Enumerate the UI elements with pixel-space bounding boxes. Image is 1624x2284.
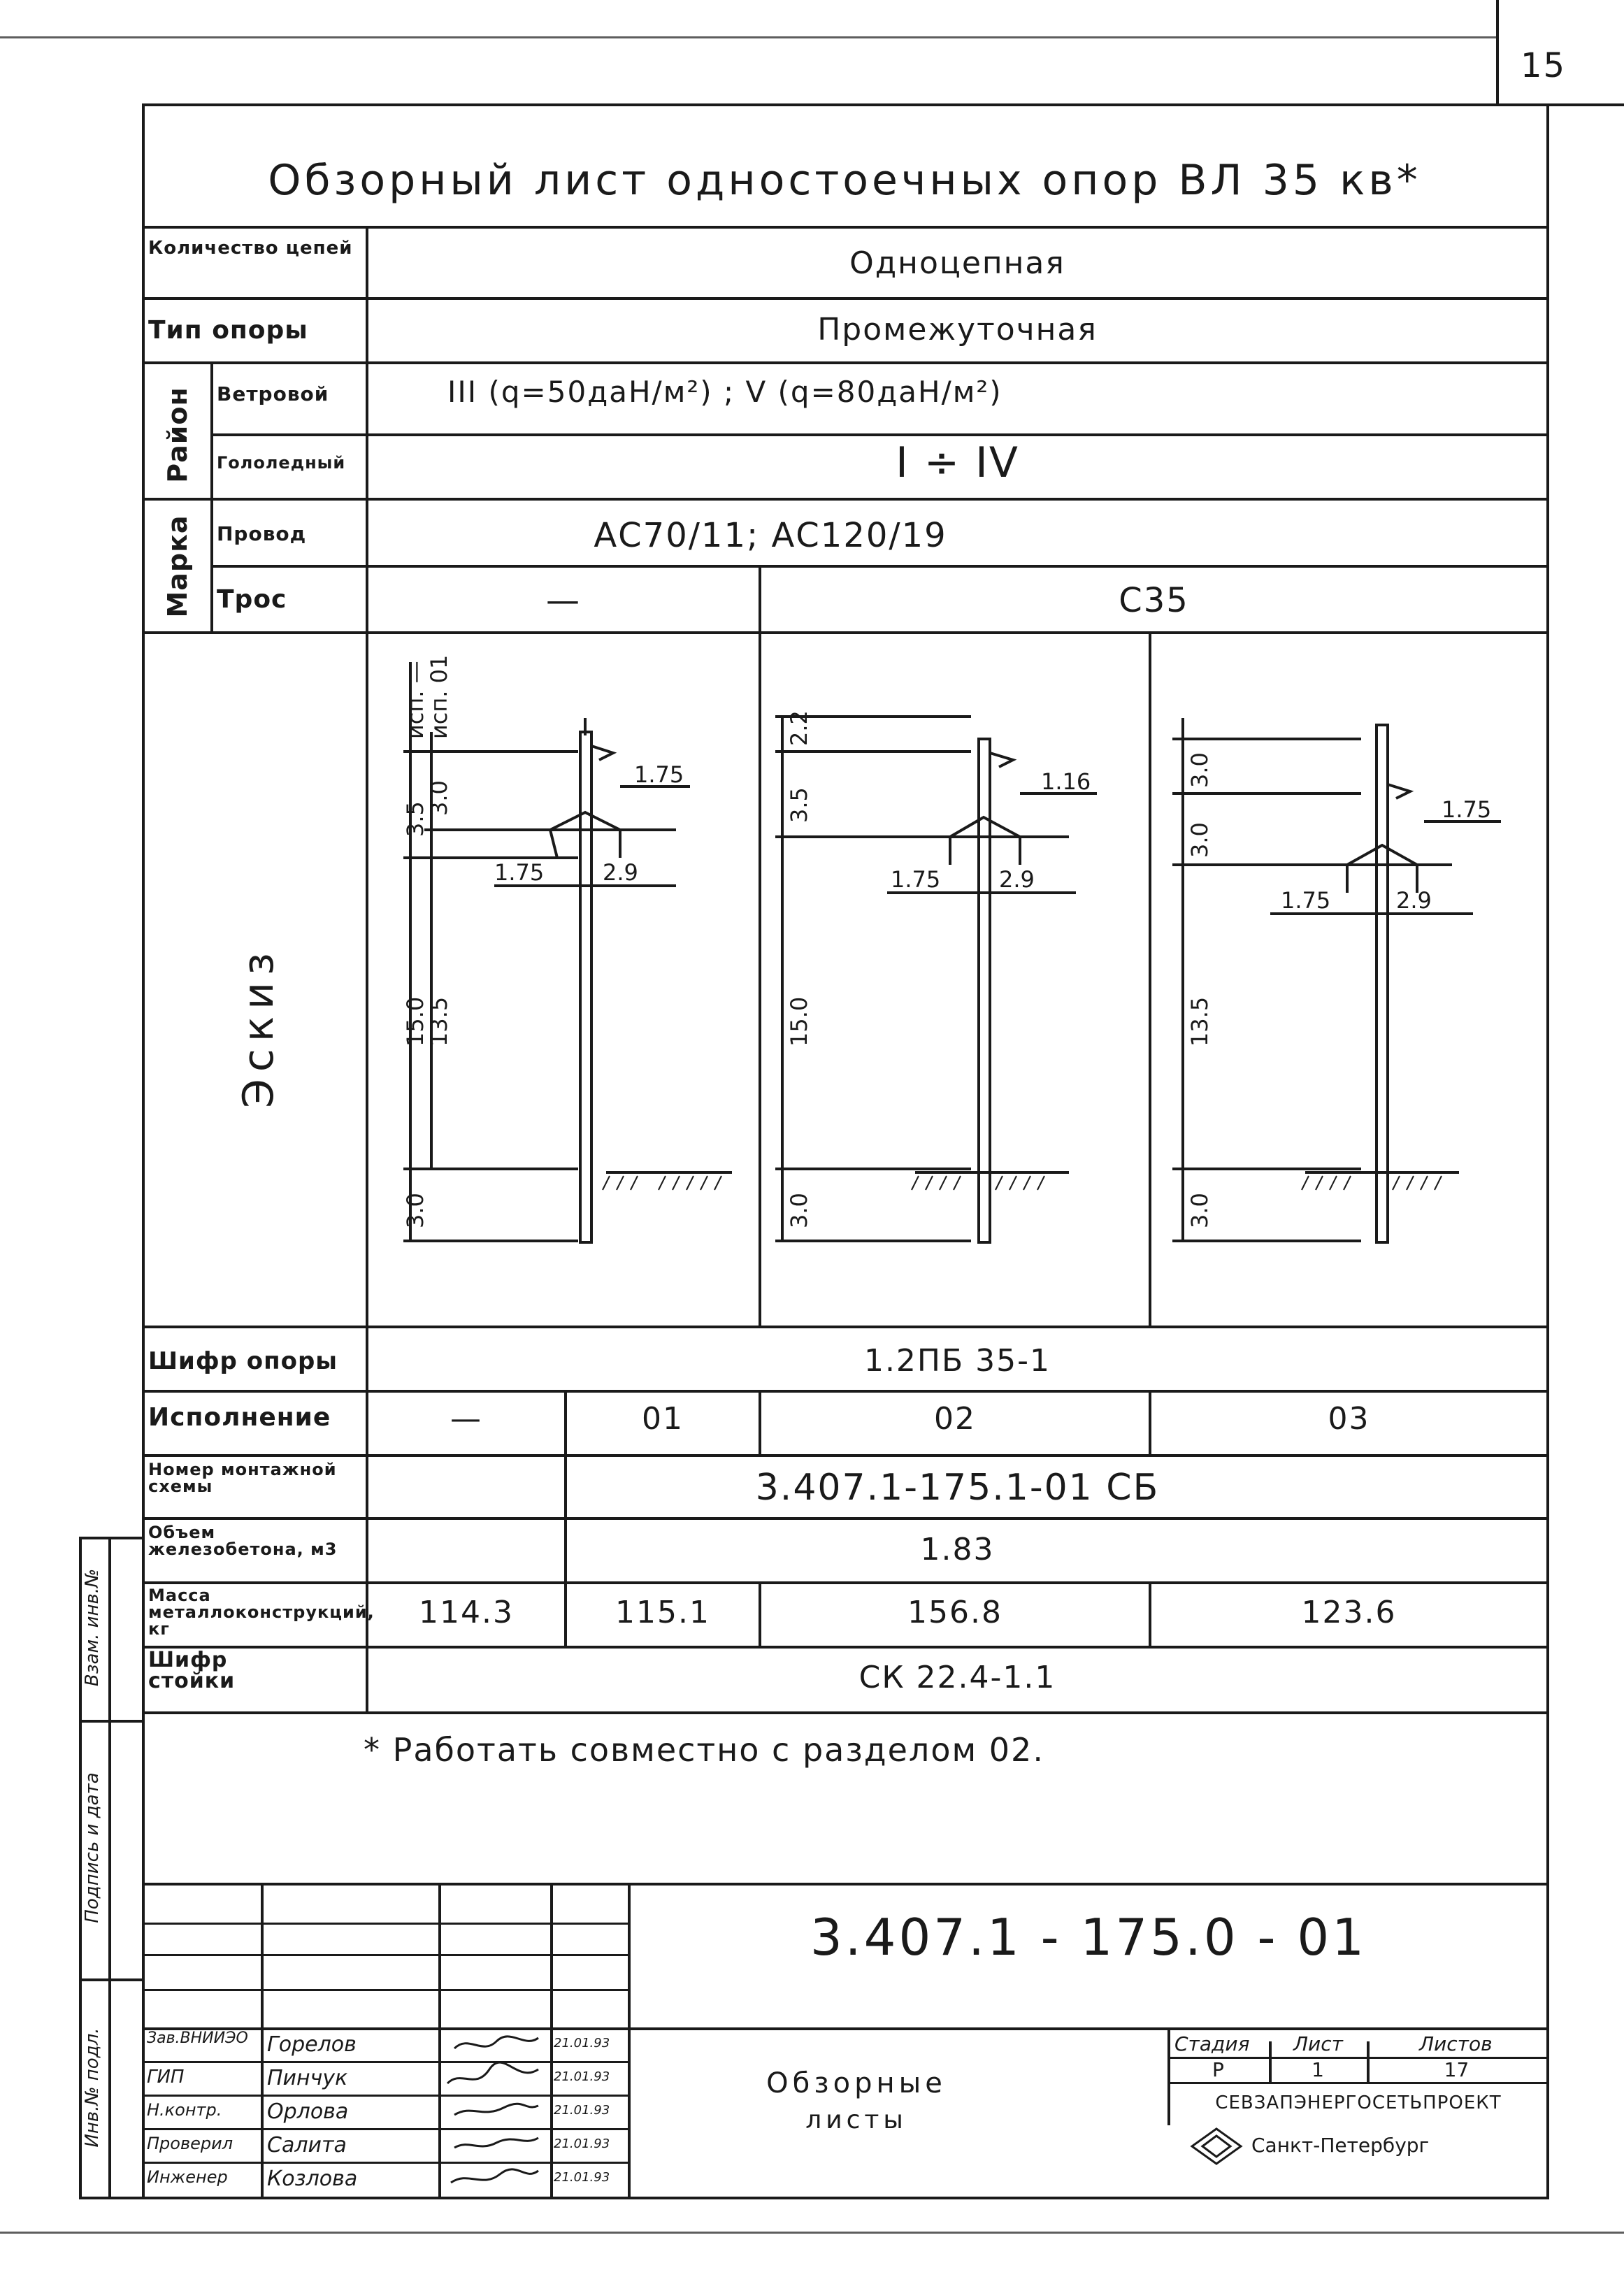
sheet-name-line1: Обзорные [766, 2067, 947, 2099]
concrete-volume-label: Объем железобетона, м3 [148, 1523, 338, 1559]
staff-name-2: Пинчук [267, 2066, 348, 2090]
side-stamp-signature-date: Подпись и дата [82, 1772, 103, 1923]
staff-role-4: Проверил [147, 2134, 233, 2153]
sketch2-dim-2.9: 2.9 [999, 866, 1035, 893]
support-type-value: Промежуточная [817, 312, 1098, 347]
sketch2-dim-3.5: 3.5 [786, 787, 812, 823]
staff-date-5: 21.01.93 [554, 2170, 610, 2185]
ice-value: I ÷ IV [896, 438, 1019, 487]
staff-role-2: ГИП [147, 2067, 185, 2088]
sketch-support-3: 3.0 3.0 1.75 1.75 2.9 13.5 3.0 [1172, 718, 1501, 1244]
scheme-number-label: Номер монтажной схемы [148, 1460, 337, 1496]
stage-header: Стадия [1174, 2032, 1250, 2055]
support-code-label: Шифр опоры [148, 1347, 338, 1375]
rack-code-value: СК 22.4-1.1 [858, 1660, 1056, 1695]
doc-code: 3.407.1 - 175.0 - 01 [810, 1908, 1367, 1967]
execution-value-none: — [450, 1401, 482, 1437]
sketch2-dim-3.0: 3.0 [786, 1193, 812, 1228]
cable-value-left: — [546, 581, 581, 620]
frame-left [142, 103, 145, 2199]
metal-mass-label: Масса металлоконструкций, кг [148, 1586, 375, 1639]
ice-label: Гололедный [217, 453, 346, 473]
org-name: СЕВЗАПЭНЕРГОСЕТЬПРОЕКТ [1215, 2092, 1502, 2113]
sheet-title: Обзорный лист одностоечных опор ВЛ 35 кв… [268, 156, 1421, 205]
sketch-label: Эскиз [234, 945, 283, 1108]
staff-date-3: 21.01.93 [554, 2103, 610, 2118]
sketch2-dim-1.16: 1.16 [1041, 768, 1091, 795]
stage-value: Р [1212, 2058, 1224, 2081]
metal-mass-value-3: 156.8 [907, 1595, 1003, 1630]
staff-date-2: 21.01.93 [554, 2069, 610, 2084]
sketch1-dim-3.0-top: 3.0 [426, 780, 452, 816]
sketch1-dim-1.75-left: 1.75 [494, 859, 544, 886]
sketch-support-2: 2.2 3.5 1.16 1.75 2.9 15.0 3.0 [775, 710, 1097, 1244]
district-group-label: Район [162, 387, 193, 483]
staff-name-1: Горелов [267, 2032, 357, 2057]
metal-mass-value-2: 115.1 [615, 1595, 710, 1630]
concrete-volume-value: 1.83 [920, 1532, 995, 1567]
staff-role-3: Н.контр. [147, 2100, 222, 2120]
staff-name-5: Козлова [267, 2167, 358, 2191]
staff-name-3: Орлова [267, 2099, 349, 2124]
sheet-value: 1 [1312, 2058, 1324, 2081]
wire-value: АС70/11; АС120/19 [594, 516, 947, 555]
org-city: Санкт-Петербург [1251, 2134, 1430, 2157]
wire-label: Провод [217, 522, 307, 545]
execution-value-02: 02 [934, 1401, 976, 1437]
staff-date-1: 21.01.93 [554, 2036, 610, 2050]
staff-name-4: Салита [267, 2133, 347, 2157]
circuits-label: Количество цепей [148, 238, 353, 259]
sheet-name-line2: листы [805, 2106, 907, 2134]
cable-value-right: С35 [1119, 581, 1189, 620]
metal-mass-value-4: 123.6 [1301, 1595, 1397, 1630]
signatures [446, 2035, 539, 2184]
sketch1-dim-3.5: 3.5 [402, 801, 429, 837]
brand-group-label: Марка [162, 515, 193, 618]
execution-label: Исполнение [148, 1403, 331, 1432]
sketch3-dim-3.0-bottom: 3.0 [1186, 1193, 1213, 1228]
scheme-number-value: 3.407.1-175.1-01 СБ [755, 1467, 1160, 1509]
sketch3-dim-1.75-right: 1.75 [1442, 796, 1491, 823]
staff-date-4: 21.01.93 [554, 2136, 610, 2151]
execution-value-01: 01 [642, 1401, 684, 1437]
side-stamp-inv-original: Инв.№ подл. [82, 2027, 103, 2148]
org-logo-icon [1190, 2127, 1243, 2165]
note-text: * Работать совместно с разделом 02. [364, 1731, 1044, 1769]
side-stamp-replace-inv: Взам. инв.№ [82, 1568, 103, 1687]
sketch3-dim-3.0-top: 3.0 [1186, 752, 1213, 788]
staff-role-5: Инженер [147, 2167, 228, 2187]
sketch1-dim-3.0-bottom: 3.0 [402, 1193, 429, 1228]
sketch1-dim-2.9: 2.9 [603, 859, 638, 886]
metal-mass-value-1: 114.3 [419, 1595, 514, 1630]
sketch2-dim-1.75: 1.75 [891, 866, 940, 893]
support-type-label: Тип опоры [148, 316, 308, 345]
circuits-value: Одноцепная [849, 245, 1065, 281]
rack-code-label: Шифр стойки [148, 1648, 236, 1693]
cable-label: Трос [217, 585, 287, 614]
frame-right [1546, 103, 1549, 2199]
sketch3-dim-1.75-left: 1.75 [1281, 887, 1330, 914]
sketch3-dim-2.9: 2.9 [1396, 887, 1432, 914]
sheets-value: 17 [1444, 2058, 1469, 2081]
wind-value: III (q=50даН/м²) ; V (q=80даН/м²) [447, 375, 1003, 409]
sketch1-dim-1.75-right: 1.75 [634, 761, 684, 788]
sketch1-dim-isp-01: исп. 01 [426, 655, 452, 739]
wind-label: Ветровой [217, 382, 329, 405]
page-number: 15 [1521, 46, 1567, 85]
sketch2-dim-15.0: 15.0 [786, 997, 812, 1047]
sketch3-dim-3.0-mid: 3.0 [1186, 822, 1213, 858]
sheet-header: Лист [1293, 2032, 1343, 2055]
staff-role-1: Зав.ВНИИЭО [147, 2030, 248, 2047]
sketch1-dim-15.0: 15.0 [402, 997, 429, 1047]
sheets-header: Листов [1419, 2032, 1493, 2055]
sketch2-dim-2.2: 2.2 [786, 710, 812, 746]
execution-value-03: 03 [1328, 1401, 1370, 1437]
sketch1-dim-13.5: 13.5 [426, 997, 452, 1047]
sketch3-dim-13.5: 13.5 [1186, 997, 1213, 1047]
sketch-support-1: исп. — исп. 01 3.5 3.0 1.75 1.75 2.9 15.… [402, 655, 732, 1244]
sketch1-dim-isp-none: исп. — [402, 661, 429, 739]
support-code-value: 1.2ПБ 35-1 [863, 1343, 1051, 1379]
